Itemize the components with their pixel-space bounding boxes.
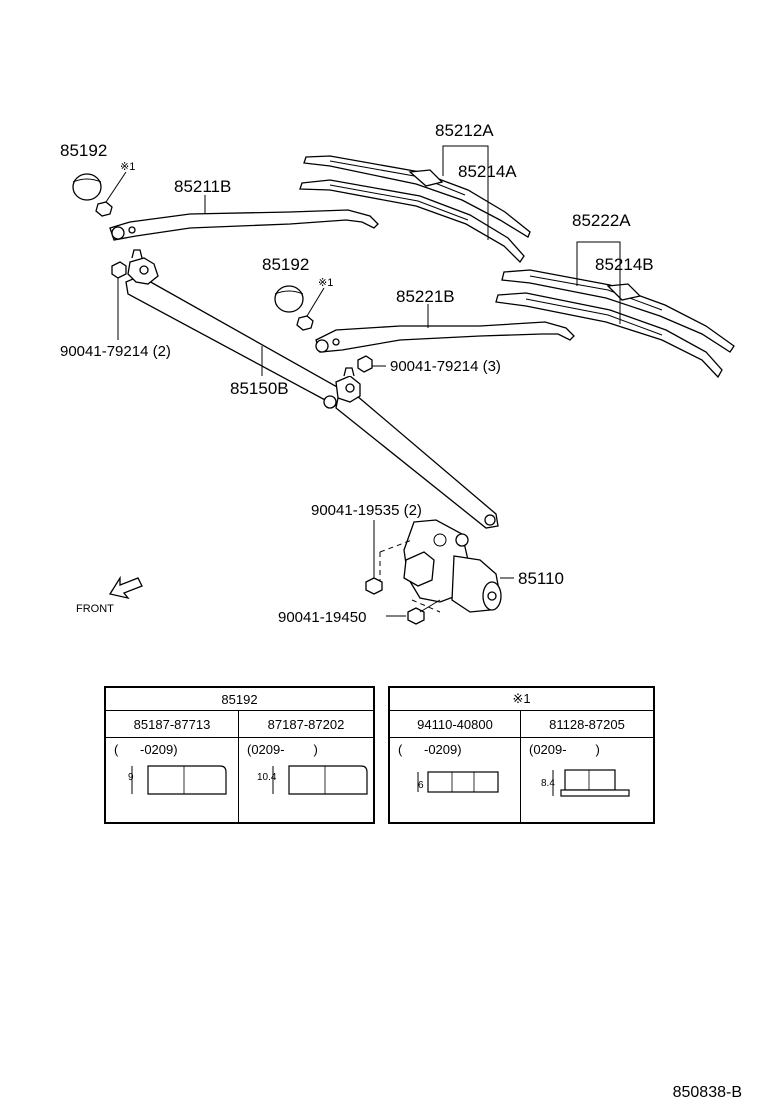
part-number: 85187-87713 bbox=[104, 710, 239, 738]
label-90041-19535: 90041-19535 (2) bbox=[311, 502, 422, 519]
blade-b-callout: 85222A 85214B bbox=[572, 211, 654, 324]
wiper-blade-85212a bbox=[299, 155, 531, 264]
wiper-arm-85211b: 85211B bbox=[109, 177, 379, 241]
label-85221b: 85221B bbox=[396, 287, 455, 306]
part-number: 81128-87205 bbox=[520, 710, 655, 738]
spec-table-nut: ※1 94110-40800 81128-87205 ( -0209) 6 (0… bbox=[388, 686, 655, 824]
label-90041-79214-3: 90041-79214 (3) bbox=[390, 358, 501, 375]
part-number: 94110-40800 bbox=[388, 710, 521, 738]
cap-profile-icon bbox=[272, 765, 368, 795]
bolt-90041-19535: 90041-19535 (2) bbox=[311, 502, 422, 595]
part-number: 87187-87202 bbox=[238, 710, 375, 738]
front-arrow-icon: FRONT bbox=[76, 575, 143, 615]
variant-cell: ( -0209) 6 bbox=[388, 737, 521, 824]
nut-mid: ※1 bbox=[296, 277, 333, 331]
label-85192-mid: 85192 bbox=[262, 255, 309, 274]
nut-linkage-right: 90041-79214 (3) bbox=[357, 355, 501, 375]
bolt-90041-19450: 90041-19450 bbox=[278, 599, 441, 626]
label-85110: 85110 bbox=[518, 569, 564, 588]
date-range: (0209- ) bbox=[247, 742, 318, 757]
date-range: (0209- ) bbox=[529, 742, 600, 757]
wiper-motor-85110: 85110 bbox=[379, 519, 564, 613]
label-85222a: 85222A bbox=[572, 211, 631, 230]
label-90041-19450: 90041-19450 bbox=[278, 609, 366, 626]
cap-85192-left: 85192 bbox=[60, 141, 107, 201]
variant-cell: ( -0209) 9 bbox=[104, 737, 239, 824]
flange-nut-profile-icon bbox=[552, 769, 630, 797]
nut-linkage-left: 90041-79214 (2) bbox=[60, 261, 171, 360]
label-85192-left: 85192 bbox=[60, 141, 107, 160]
dimension: 10.4 bbox=[257, 772, 277, 783]
label-90041-79214-2: 90041-79214 (2) bbox=[60, 343, 171, 360]
wiper-arm-85221b: 85221B bbox=[315, 287, 575, 353]
date-range: ( -0209) bbox=[114, 742, 178, 757]
dimension: 9 bbox=[128, 772, 134, 783]
dimension: 6 bbox=[418, 780, 424, 791]
label-85212a: 85212A bbox=[435, 121, 494, 140]
blade-a-callout: 85212A 85214A bbox=[435, 121, 517, 240]
nut-profile-icon bbox=[417, 771, 499, 793]
nut-left: ※1 bbox=[95, 161, 135, 217]
dimension: 8.4 bbox=[541, 778, 555, 789]
table-title: 85192 bbox=[104, 686, 375, 711]
spec-table-85192: 85192 85187-87713 87187-87202 ( -0209) 9… bbox=[104, 686, 375, 824]
label-nut-mid: ※1 bbox=[318, 277, 333, 289]
cap-85192-mid: 85192 bbox=[262, 255, 309, 313]
label-85211b: 85211B bbox=[174, 177, 231, 196]
linkage-85150b: 85150B bbox=[125, 249, 499, 529]
label-front: FRONT bbox=[76, 603, 114, 615]
variant-cell: (0209- ) 10.4 bbox=[238, 737, 375, 824]
date-range: ( -0209) bbox=[398, 742, 462, 757]
label-85214b: 85214B bbox=[595, 255, 654, 274]
cap-profile-icon bbox=[131, 765, 227, 795]
diagram-reference-number: 850838-B bbox=[672, 1084, 742, 1101]
table-title: ※1 bbox=[388, 686, 655, 711]
label-85150b: 85150B bbox=[230, 379, 289, 398]
wiper-blade-85222a bbox=[495, 269, 735, 379]
variant-cell: (0209- ) 8.4 bbox=[520, 737, 655, 824]
label-nut-left: ※1 bbox=[120, 161, 135, 173]
